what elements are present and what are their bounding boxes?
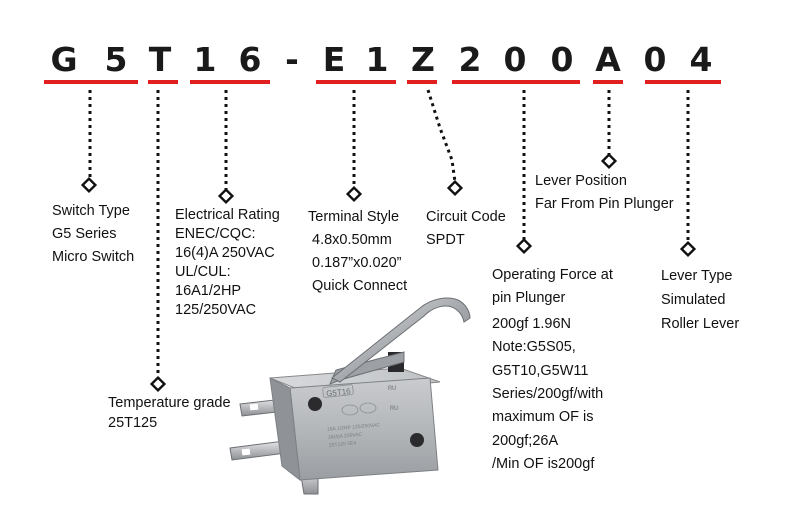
diamond-lever-type [679,240,697,258]
electrical-title: Electrical Rating [175,207,280,223]
underline-electrical [190,80,270,84]
diamond-switch-type [80,176,98,194]
terminal-metric: 4.8x0.50mm [312,232,392,248]
electrical-enec-value: 16(4)A 250VAC [175,245,275,261]
underline-lever-type [645,80,721,84]
underline-operating-force [452,80,580,84]
diamond-circuit [446,179,464,197]
switch-type-series: G5 Series [52,226,117,242]
operating-subtitle: pin Plunger [492,290,566,307]
terminal-kind: Quick Connect [312,278,408,294]
code-dash: - [285,40,299,79]
temperature-value: 25T125 [108,415,158,431]
code-char-4: 4 [689,40,713,79]
svg-text:ᴿᵁ: ᴿᵁ [390,404,398,414]
marking-line3: 25T125 5E4 [329,440,357,448]
underline-terminal [316,80,396,84]
code-char-2: 2 [458,40,482,79]
code-char-1b: 1 [365,40,389,79]
operating-value: 200gf 1.96N [492,315,572,332]
svg-text:ᴿᵁ: ᴿᵁ [388,384,396,394]
code-char-0b: 0 [550,40,574,79]
code-char-1: 1 [193,40,217,79]
label-lever-type: Lever Type Simulated Roller Lever [661,264,739,336]
underline-lever-position [593,80,623,84]
electrical-enec: ENEC/CQC: [175,226,256,242]
code-char-0a: 0 [503,40,527,79]
terminal-title: Terminal Style [308,209,400,225]
code-char-e: E [322,40,346,79]
label-circuit-code: Circuit Code SPDT [426,206,506,252]
code-char-0c: 0 [643,40,667,79]
leader-circuit [426,89,457,183]
diamond-terminal [345,185,363,203]
label-lever-position: Lever Position Far From Pin Plunger [535,170,674,216]
marking-rating: 16A 1/2HP 125/250VAC [327,422,381,433]
diamond-lever-position [600,152,618,170]
lever-type-title: Lever Type [661,268,733,284]
label-switch-type: Switch Type G5 Series Micro Switch [52,200,134,269]
switch-type-title: Switch Type [52,203,130,219]
underline-series [44,80,138,84]
code-char-z: Z [411,40,435,79]
switch-type-kind: Micro Switch [52,249,135,265]
operating-title: Operating Force at [492,267,613,283]
lever-position-title: Lever Position [535,173,627,189]
cert-marks: ᴿᵁ ᴿᵁ [388,384,398,414]
lever-type-kind: Simulated [661,292,726,308]
lever-arm [331,297,471,383]
operating-note-3: Series/200gf/with [492,386,604,403]
label-operating-force: Operating Force at pin Plunger 200gf 1.9… [492,264,613,477]
underline-circuit [407,80,437,84]
circuit-title: Circuit Code [426,209,506,225]
temperature-title: Temperature grade [108,395,231,411]
switch-markings [322,384,377,416]
operating-note-6: /Min OF is200gf [492,456,595,473]
label-temperature: Temperature grade 25T125 [108,393,231,433]
mounting-hole-right [410,433,424,447]
code-char-5: 5 [104,40,128,79]
operating-note-4: maximum OF is [492,409,594,426]
underline-temperature [148,80,178,84]
code-char-a: A [595,40,621,79]
diamond-operating-force [515,237,533,255]
electrical-ul-value2: 125/250VAC [175,302,257,318]
code-char-t: T [148,40,172,79]
terminal-imperial: 0.187”x0.020” [312,255,402,271]
circuit-value: SPDT [426,232,465,248]
lever-position-value: Far From Pin Plunger [535,196,674,212]
diamond-electrical [217,187,235,205]
diamond-temperature [149,375,167,393]
label-terminal-style: Terminal Style 4.8x0.50mm 0.187”x0.020” … [308,206,407,298]
code-char-6: 6 [238,40,262,79]
code-char-g: G [50,40,78,79]
operating-note-2: G5T10,G5W11 [492,362,589,379]
electrical-ul: UL/CUL: [175,264,231,280]
electrical-ul-value1: 16A1/2HP [175,283,242,299]
marking-line2: 16(4)A 250VAC [328,432,363,441]
marking-model: G5T16 [326,387,352,399]
lever-type-name: Roller Lever [661,316,740,332]
operating-note-5: 200gf;26A [492,432,559,449]
operating-note-1: Note:G5S05, [492,339,576,356]
label-electrical-rating: Electrical Rating ENEC/CQC: 16(4)A 250VA… [175,206,280,320]
mounting-hole-left [308,397,322,411]
